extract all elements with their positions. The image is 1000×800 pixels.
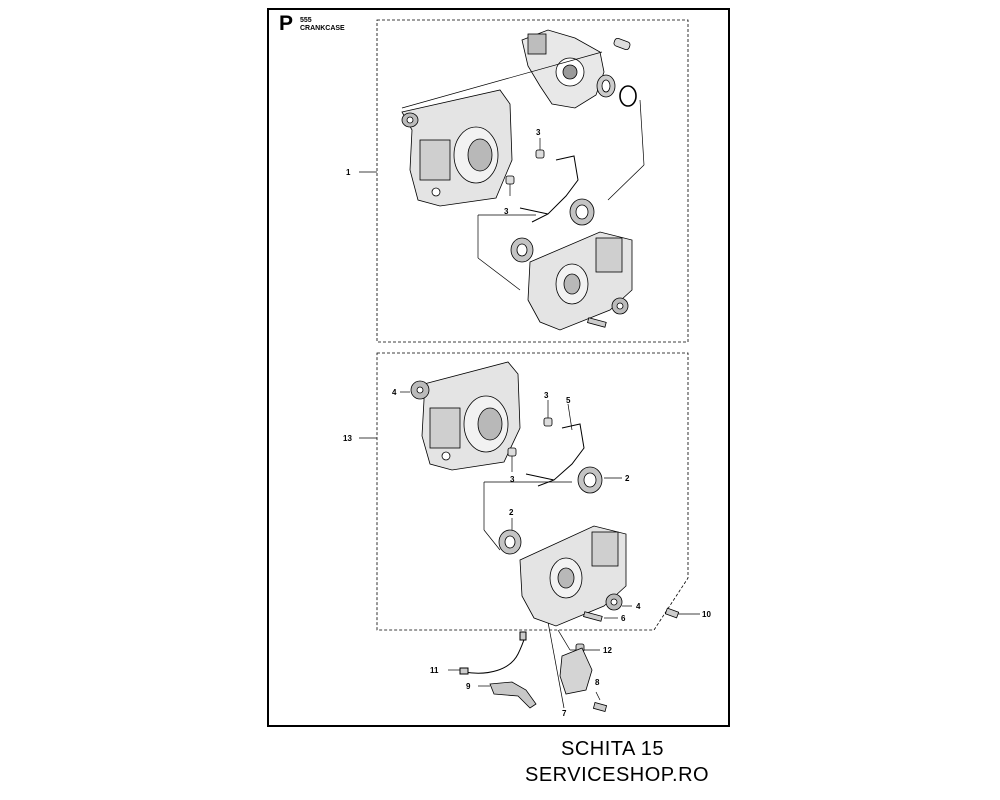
screw-1 (587, 317, 607, 328)
seal-2 (611, 297, 629, 315)
gasket-1 (519, 155, 579, 223)
group-13-outline (376, 352, 689, 631)
group-1-outline (376, 19, 689, 343)
section-title: CRANKCASE (300, 25, 345, 32)
crankcase-half-13b (519, 525, 627, 627)
crankcase-half-2 (527, 231, 633, 331)
callout-label: 6 (621, 614, 626, 623)
dowel-pins-1 (505, 149, 545, 185)
bearing-1 (569, 198, 595, 226)
callout-label: 3 (510, 475, 515, 484)
bearing-2 (510, 237, 534, 263)
screw-6 (583, 611, 603, 622)
bearing-top (596, 74, 637, 107)
callout-label: 3 (536, 128, 541, 137)
cable-11 (459, 631, 527, 675)
callout-label: 3 (544, 391, 549, 400)
footer-diagram-number: SCHITA 15 (561, 738, 665, 760)
seal-4b (605, 593, 623, 611)
screw-8 (592, 702, 608, 712)
leader-lines-group-1 (359, 51, 645, 291)
callout-label: 1 (346, 168, 351, 177)
cover-plate-8 (559, 647, 593, 695)
screw-10 (664, 607, 680, 619)
leader-lines-group-13 (359, 391, 700, 709)
callout-label: 13 (343, 434, 352, 443)
callout-label: 2 (625, 474, 630, 483)
callout-label: 10 (702, 610, 711, 619)
callout-label: 4 (392, 388, 397, 397)
pin-top (613, 37, 631, 51)
seal-4a (410, 380, 430, 400)
model-number: 555 (300, 17, 312, 24)
callout-label: 2 (509, 508, 514, 517)
section-letter: P (279, 12, 294, 35)
callout-label: 8 (595, 678, 600, 687)
crankcase-half-1 (401, 89, 513, 207)
callout-label: 4 (636, 602, 641, 611)
crankcase-half-13a (421, 361, 521, 471)
bearing-2b (498, 529, 522, 555)
callout-label: 11 (430, 666, 439, 675)
dowel-pins-13 (507, 417, 553, 457)
callout-label: 5 (566, 396, 571, 405)
clutch-housing-part (521, 29, 605, 109)
callout-label: 9 (466, 682, 471, 691)
callout-label: 7 (562, 709, 567, 718)
callout-label: 12 (603, 646, 612, 655)
gasket-13 (525, 423, 585, 487)
callout-label: 3 (504, 207, 509, 216)
bracket-9 (489, 681, 537, 709)
bearing-2a (577, 466, 603, 494)
footer-website: SERVICESHOP.RO (525, 764, 710, 786)
diagram-frame (267, 8, 730, 727)
seal-1 (401, 112, 419, 128)
